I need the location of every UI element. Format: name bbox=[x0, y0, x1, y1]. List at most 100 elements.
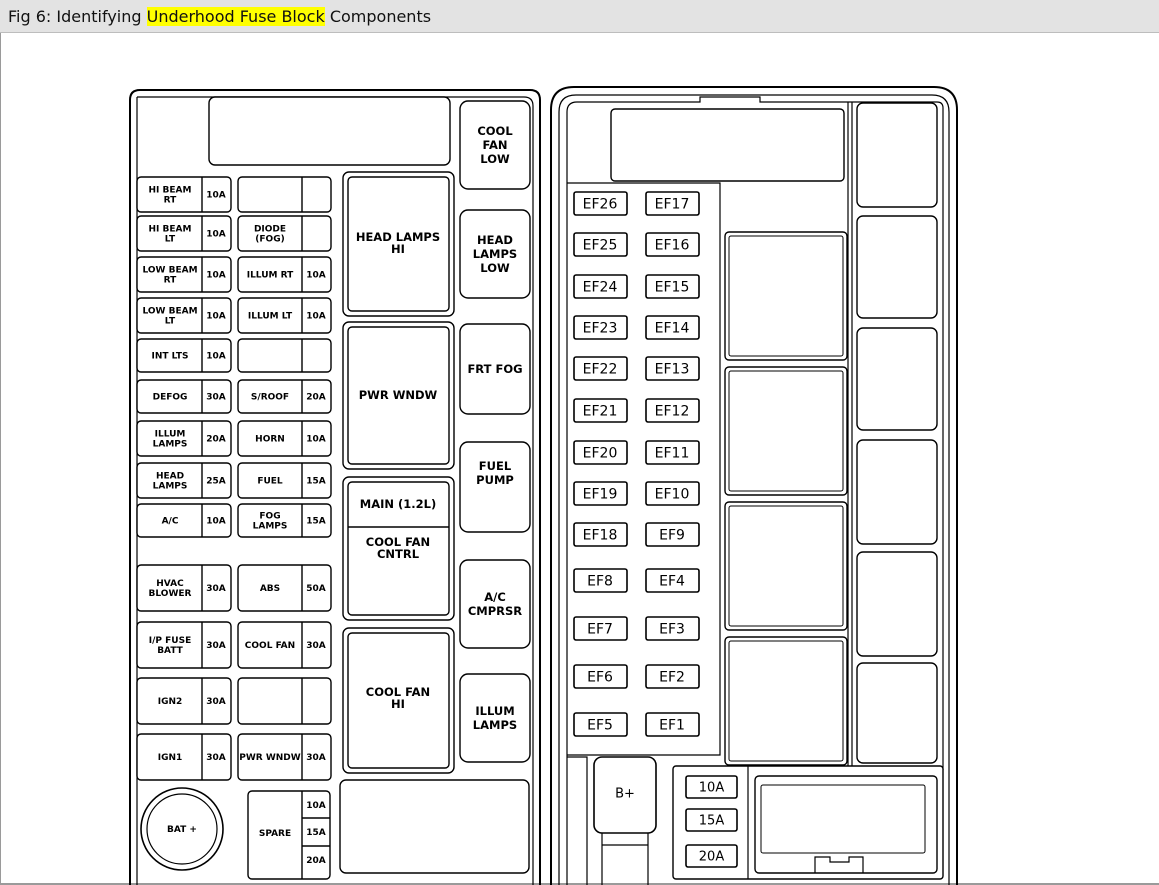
ef-fuse bbox=[645, 232, 700, 257]
ef-fuse-label: EF6 bbox=[587, 670, 613, 686]
svg-text:30A: 30A bbox=[206, 753, 226, 763]
fuse-label: ABS bbox=[260, 584, 280, 594]
ef-fuse-label: EF25 bbox=[583, 238, 618, 254]
svg-text:10A: 10A bbox=[206, 352, 226, 362]
svg-text:DEFOG: DEFOG bbox=[153, 393, 188, 403]
ef-fuse bbox=[645, 315, 700, 340]
fuse-amperage: 15A bbox=[306, 517, 326, 527]
svg-text:30A: 30A bbox=[206, 584, 226, 594]
fuse-slot bbox=[136, 677, 232, 725]
fuse-label: DEFOG bbox=[153, 393, 188, 403]
svg-text:BAT +: BAT + bbox=[167, 825, 197, 835]
fuse-slot bbox=[237, 215, 332, 252]
fuse-amperage: 30A bbox=[206, 393, 226, 403]
side-cell bbox=[856, 102, 938, 208]
ef-fuse-label: EF11 bbox=[655, 446, 690, 462]
ef-fuse bbox=[645, 616, 700, 641]
spare-fuse-label: 10A bbox=[699, 781, 725, 796]
svg-text:EF3: EF3 bbox=[659, 622, 685, 638]
svg-text:EF5: EF5 bbox=[587, 718, 613, 734]
ef-fuse bbox=[645, 398, 700, 423]
fuse-amperage: 25A bbox=[206, 477, 226, 487]
spare-fuse-label: 20A bbox=[699, 850, 725, 865]
fuse-amperage: 15A bbox=[306, 477, 326, 487]
svg-text:20A: 20A bbox=[306, 393, 326, 403]
ef-panel bbox=[567, 182, 721, 756]
fuse-amperage: 10A bbox=[306, 435, 326, 445]
fuse-amperage: 10A bbox=[206, 271, 226, 281]
side-cell bbox=[856, 215, 938, 319]
svg-text:EF9: EF9 bbox=[659, 528, 685, 544]
fuse-label: S/ROOF bbox=[251, 393, 289, 403]
svg-text:10A: 10A bbox=[306, 312, 326, 322]
fuse-slot bbox=[136, 338, 232, 373]
right-block-rail bbox=[566, 96, 944, 885]
svg-text:DIODE(FOG): DIODE(FOG) bbox=[254, 225, 286, 245]
svg-text:IGN1: IGN1 bbox=[158, 753, 183, 763]
svg-text:EF23: EF23 bbox=[583, 321, 618, 337]
fuse-amperage: 10A bbox=[306, 271, 326, 281]
ef-fuse bbox=[645, 191, 700, 216]
svg-text:EF25: EF25 bbox=[583, 238, 618, 254]
spare-amperage: 20A bbox=[306, 856, 326, 866]
svg-text:EF19: EF19 bbox=[583, 487, 618, 503]
b-plus-label: B+ bbox=[615, 787, 635, 802]
right-top-cover bbox=[610, 108, 845, 182]
fuse-slot bbox=[136, 256, 232, 293]
svg-text:EF10: EF10 bbox=[655, 487, 690, 503]
fuse-amperage: 10A bbox=[206, 230, 226, 240]
b-plus-terminal bbox=[593, 756, 657, 834]
ef-fuse-label: EF20 bbox=[583, 446, 618, 462]
relay-label: FRT FOG bbox=[467, 362, 522, 376]
relay-window-inner bbox=[728, 370, 844, 492]
ef-fuse-label: EF18 bbox=[583, 528, 618, 544]
ef-fuse bbox=[645, 481, 700, 506]
ef-fuse-label: EF23 bbox=[583, 321, 618, 337]
relay-window-inner bbox=[728, 505, 844, 627]
battery-terminal bbox=[146, 793, 218, 865]
fuse-slot bbox=[237, 677, 332, 725]
fuse-amperage: 10A bbox=[206, 312, 226, 322]
spare-fuse-holder bbox=[247, 790, 331, 880]
ef-fuse-label: EF9 bbox=[659, 528, 685, 544]
ef-fuse-label: EF14 bbox=[655, 321, 690, 337]
relay-slot bbox=[459, 323, 531, 415]
fuse-amperage: 10A bbox=[206, 352, 226, 362]
svg-text:EF7: EF7 bbox=[587, 622, 613, 638]
relay-slot bbox=[459, 209, 531, 299]
relay-slot bbox=[459, 559, 531, 649]
svg-text:EF8: EF8 bbox=[587, 574, 613, 590]
ef-fuse-label: EF19 bbox=[583, 487, 618, 503]
ef-fuse-label: EF4 bbox=[659, 574, 685, 590]
fuse-label: ILLUM LT bbox=[248, 312, 293, 322]
relay-window-inner bbox=[728, 640, 844, 762]
fuse-label: A/C bbox=[162, 517, 179, 527]
relay-pwr-wndw bbox=[347, 326, 450, 465]
fuse-label: IGN1 bbox=[158, 753, 183, 763]
fuse-slot bbox=[237, 621, 332, 669]
svg-text:10A: 10A bbox=[206, 312, 226, 322]
svg-text:MAIN (1.2L): MAIN (1.2L) bbox=[360, 497, 436, 511]
fuse-label: HORN bbox=[255, 435, 285, 445]
svg-text:A/C: A/C bbox=[162, 517, 179, 527]
fuse-label: IGN2 bbox=[158, 697, 183, 707]
svg-text:FUEL: FUEL bbox=[257, 477, 283, 487]
svg-text:20A: 20A bbox=[206, 435, 226, 445]
fuse-slot bbox=[136, 733, 232, 781]
svg-text:ILLUM LT: ILLUM LT bbox=[248, 312, 293, 322]
fuse-slot bbox=[136, 462, 232, 499]
svg-text:EF15: EF15 bbox=[655, 280, 690, 296]
ef-fuse-label: EF12 bbox=[655, 404, 690, 420]
fuse-amperage: 10A bbox=[206, 191, 226, 201]
frame-border-bottom bbox=[0, 883, 1159, 885]
ef-fuse-label: EF8 bbox=[587, 574, 613, 590]
